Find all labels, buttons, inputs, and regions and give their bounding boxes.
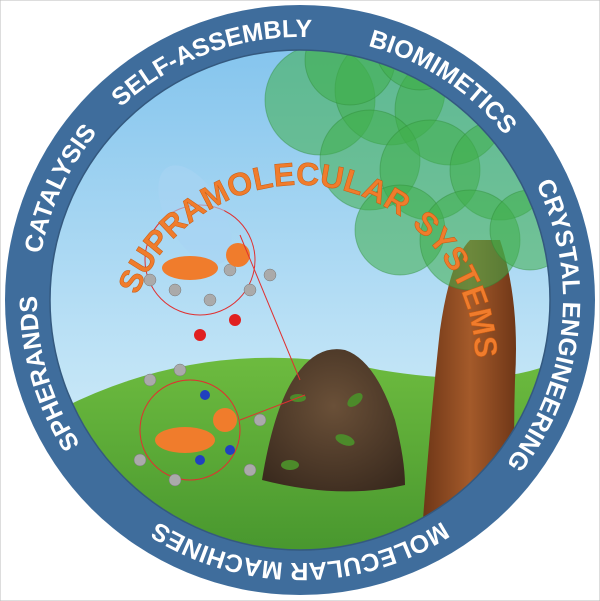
wing-icon xyxy=(158,165,232,265)
inner-ring-edge xyxy=(49,49,551,551)
molecule-bottom xyxy=(133,234,306,487)
molecule-top xyxy=(143,165,277,341)
ant-icon xyxy=(155,427,215,453)
ant-icon xyxy=(162,256,218,280)
anthill xyxy=(262,349,405,492)
